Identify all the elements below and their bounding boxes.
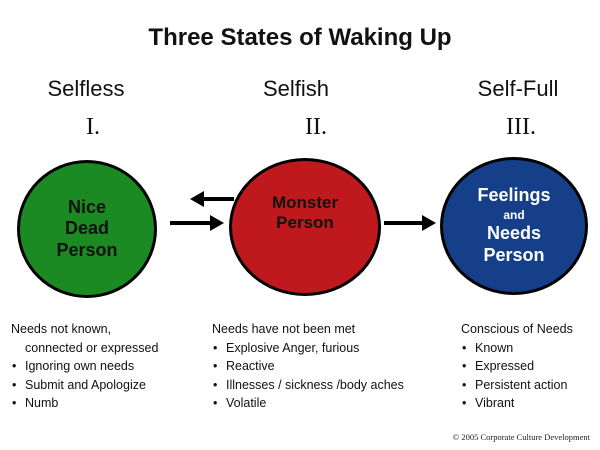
circle-1-line-1: Nice (67, 196, 107, 217)
arrow-selfish-to-self-full (384, 215, 436, 231)
bullet-item: Explosive Anger, furious (212, 339, 404, 358)
copyright-notice: © 2005 Corporate Culture Development (452, 432, 590, 442)
circle-feelings-needs-person: Feelings and Needs Person (440, 157, 588, 295)
circle-2-line-2: Person (276, 213, 334, 232)
circle-3-line-2: and (503, 208, 525, 222)
circle-nice-dead-person: Nice Dead Person (17, 160, 157, 298)
description-selfish: Needs have not been met Explosive Anger,… (212, 320, 404, 413)
description-self-full: Conscious of Needs Known Expressed Persi… (461, 320, 573, 413)
bullet-item: Reactive (212, 357, 404, 376)
description-head: Needs not known, (11, 322, 112, 336)
bullet-item: Expressed (461, 357, 573, 376)
diagram-title: Three States of Waking Up (148, 24, 452, 51)
description-head: Conscious of Needs (461, 322, 573, 336)
bullet-item: Ignoring own needs (11, 357, 158, 376)
circle-3-line-1: Feelings (477, 185, 551, 206)
description-selfless: Needs not known, connected or expressed … (11, 320, 158, 413)
bullet-item: Persistent action (461, 376, 573, 395)
description-head: Needs have not been met (212, 322, 356, 336)
stage-numeral-3: III. (506, 114, 536, 140)
circle-3-line-3: Needs (486, 223, 542, 244)
stage-numeral-2: II. (305, 114, 327, 140)
bullet-item: Submit and Apologize (11, 376, 158, 395)
stage-label-self-full: Self-Full (477, 76, 559, 101)
stage-label-selfish: Selfish (262, 76, 330, 101)
description-continuation: connected or expressed (25, 340, 159, 355)
circle-monster-person: Monster Person (229, 158, 381, 296)
arrow-selfless-to-selfish (170, 215, 224, 231)
stage-label-selfless: Selfless (47, 76, 125, 101)
bullet-item: Vibrant (461, 394, 573, 413)
circle-1-line-3: Person (56, 239, 118, 260)
circle-2-line-1: Monster (271, 192, 339, 212)
circle-3-line-4: Person (483, 244, 545, 265)
bullet-item: Volatile (212, 394, 404, 413)
bullet-item: Known (461, 339, 573, 358)
bullet-item: Illnesses / sickness /body aches (212, 376, 404, 395)
arrow-selfish-to-selfless (190, 191, 234, 207)
bullet-item: Numb (11, 394, 158, 413)
stage-numeral-1: I. (86, 114, 100, 140)
circle-1-line-2: Dead (64, 218, 109, 239)
